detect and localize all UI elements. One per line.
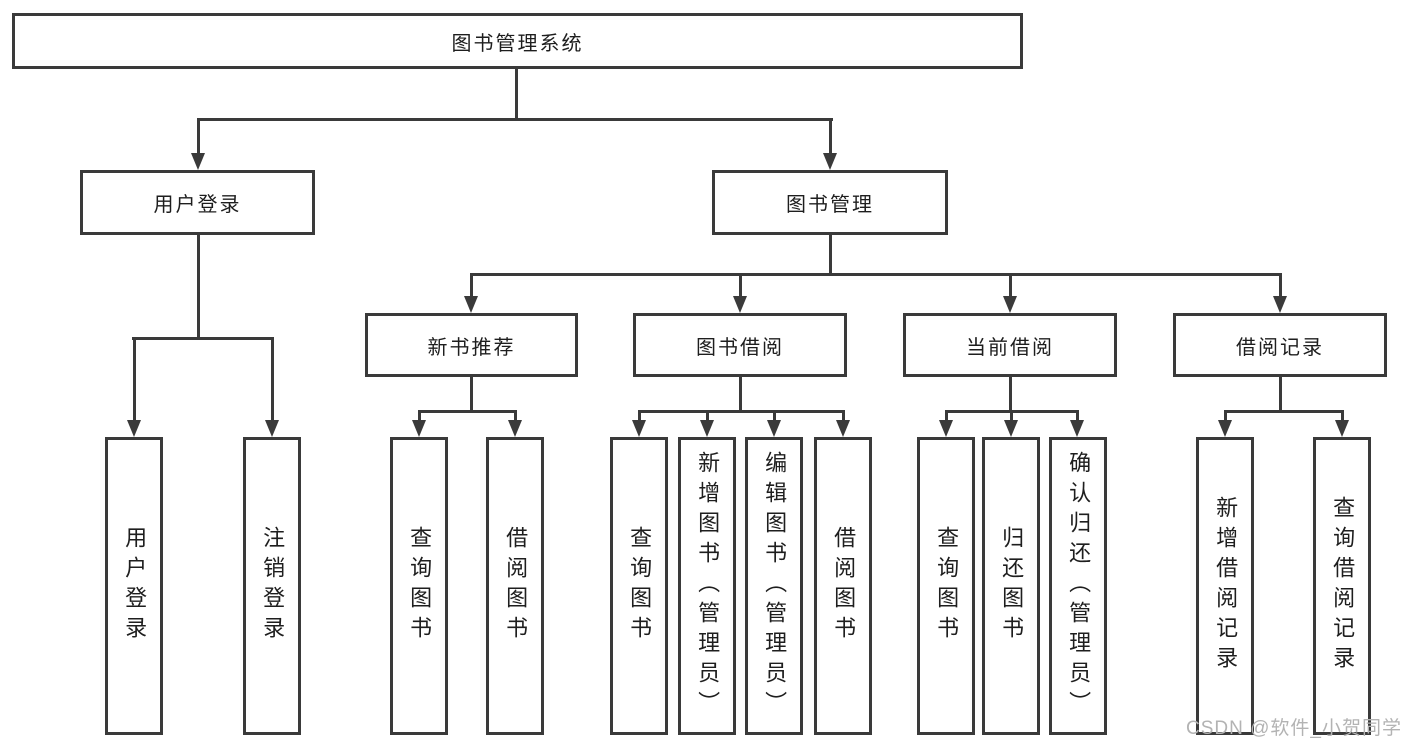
node-book-management: 图书管理 <box>712 170 948 235</box>
leaf-query-books-borrow-label: 查询图书 <box>627 526 653 646</box>
arrow-borrow-books <box>836 420 850 437</box>
node-current-borrow: 当前借阅 <box>903 313 1117 377</box>
arrow-add-book-admin <box>700 420 714 437</box>
leaf-add-borrow-record-label: 新增借阅记录 <box>1213 496 1239 676</box>
node-user-login-label: 用户登录 <box>153 194 242 216</box>
leaf-return-book-label: 归还图书 <box>999 526 1025 646</box>
connector-drop-confirm-return-admin <box>1076 410 1079 424</box>
arrow-query-books-recommend <box>412 420 426 437</box>
connector-drop-leaf-logout <box>271 337 274 423</box>
node-book-borrow-label: 图书借阅 <box>696 336 784 359</box>
node-borrow-records-label: 借阅记录 <box>1236 336 1324 359</box>
connector-root-stem <box>515 68 518 121</box>
arrow-borrow-books-recommend <box>508 420 522 437</box>
connector-drop-borrow-books-recommend <box>514 410 517 424</box>
leaf-user-login-label: 用户登录 <box>122 526 148 646</box>
leaf-query-borrow-record: 查询借阅记录 <box>1313 437 1371 735</box>
connector-book-management-stem <box>829 235 832 276</box>
leaf-edit-book-admin-label: 编辑图书（管理员） <box>762 451 788 721</box>
arrow-leaf-user-login <box>127 420 141 437</box>
connector-level1-rail <box>197 118 833 121</box>
connector-drop-borrow-books <box>842 410 845 424</box>
arrow-leaf-logout <box>265 420 279 437</box>
leaf-add-book-admin: 新增图书（管理员） <box>678 437 736 735</box>
leaf-add-borrow-record: 新增借阅记录 <box>1196 437 1254 735</box>
connector-drop-query-books-recommend <box>418 410 421 424</box>
node-user-login: 用户登录 <box>80 170 315 235</box>
connector-drop-query-books-borrow <box>638 410 641 424</box>
node-book-borrow: 图书借阅 <box>633 313 847 377</box>
arrow-query-books-current <box>939 420 953 437</box>
leaf-confirm-return-admin-label: 确认归还（管理员） <box>1066 451 1092 721</box>
csdn-watermark: CSDN @软件_小贺同学 <box>1186 718 1402 739</box>
connector-drop-book-management <box>829 118 832 158</box>
connector-drop-return-book <box>1010 410 1013 424</box>
leaf-query-books-recommend: 查询图书 <box>390 437 448 735</box>
arrow-query-borrow-record <box>1335 420 1349 437</box>
leaf-user-login: 用户登录 <box>105 437 163 735</box>
leaf-query-books-current: 查询图书 <box>917 437 975 735</box>
connector-borrow-records-rail <box>1224 410 1343 413</box>
leaf-add-book-admin-label: 新增图书（管理员） <box>695 451 721 721</box>
connector-drop-borrow-records <box>1279 273 1282 299</box>
node-current-borrow-label: 当前借阅 <box>966 336 1054 359</box>
leaf-edit-book-admin: 编辑图书（管理员） <box>745 437 803 735</box>
connector-user-login-stem <box>197 235 200 340</box>
node-borrow-records: 借阅记录 <box>1173 313 1387 377</box>
arrow-new-book-recommend <box>464 296 478 313</box>
connector-current-borrow-stem <box>1009 377 1012 412</box>
arrow-return-book <box>1004 420 1018 437</box>
leaf-query-books-recommend-label: 查询图书 <box>407 526 433 646</box>
arrow-user-login <box>191 153 205 170</box>
node-root: 图书管理系统 <box>12 13 1023 69</box>
connector-new-book-recommend-stem <box>470 377 473 412</box>
node-root-label: 图书管理系统 <box>451 32 584 55</box>
leaf-borrow-books-recommend: 借阅图书 <box>486 437 544 735</box>
connector-borrow-records-stem <box>1279 377 1282 412</box>
connector-user-login-rail <box>132 337 274 340</box>
arrow-book-borrow <box>733 296 747 313</box>
arrow-current-borrow <box>1003 296 1017 313</box>
connector-drop-user-login <box>197 118 200 158</box>
node-book-management-label: 图书管理 <box>786 194 874 216</box>
connector-book-borrow-rail <box>638 410 844 413</box>
connector-drop-book-borrow <box>739 273 742 299</box>
connector-drop-new-book-recommend <box>470 273 473 299</box>
connector-level2-rail <box>470 273 1282 276</box>
arrow-edit-book-admin <box>767 420 781 437</box>
leaf-logout-label: 注销登录 <box>260 526 286 646</box>
leaf-logout: 注销登录 <box>243 437 301 735</box>
arrow-add-borrow-record <box>1218 420 1232 437</box>
connector-drop-leaf-user-login <box>133 337 136 423</box>
connector-drop-add-book-admin <box>706 410 709 424</box>
arrow-borrow-records <box>1273 296 1287 313</box>
connector-new-book-recommend-rail <box>418 410 517 413</box>
arrow-query-books-borrow <box>632 420 646 437</box>
leaf-borrow-books-label: 借阅图书 <box>831 526 857 646</box>
connector-drop-edit-book-admin <box>773 410 776 424</box>
leaf-borrow-books-recommend-label: 借阅图书 <box>503 526 529 646</box>
node-new-book-recommend: 新书推荐 <box>365 313 578 377</box>
connector-drop-current-borrow <box>1009 273 1012 299</box>
connector-book-borrow-stem <box>739 377 742 412</box>
connector-drop-add-borrow-record <box>1224 410 1227 424</box>
leaf-confirm-return-admin: 确认归还（管理员） <box>1049 437 1107 735</box>
leaf-query-borrow-record-label: 查询借阅记录 <box>1330 496 1356 676</box>
arrow-book-management <box>823 153 837 170</box>
leaf-borrow-books: 借阅图书 <box>814 437 872 735</box>
connector-drop-query-borrow-record <box>1341 410 1344 424</box>
leaf-query-books-current-label: 查询图书 <box>934 526 960 646</box>
leaf-query-books-borrow: 查询图书 <box>610 437 668 735</box>
arrow-confirm-return-admin <box>1070 420 1084 437</box>
node-new-book-recommend-label: 新书推荐 <box>427 336 516 359</box>
leaf-return-book: 归还图书 <box>982 437 1040 735</box>
connector-drop-query-books-current <box>945 410 948 424</box>
